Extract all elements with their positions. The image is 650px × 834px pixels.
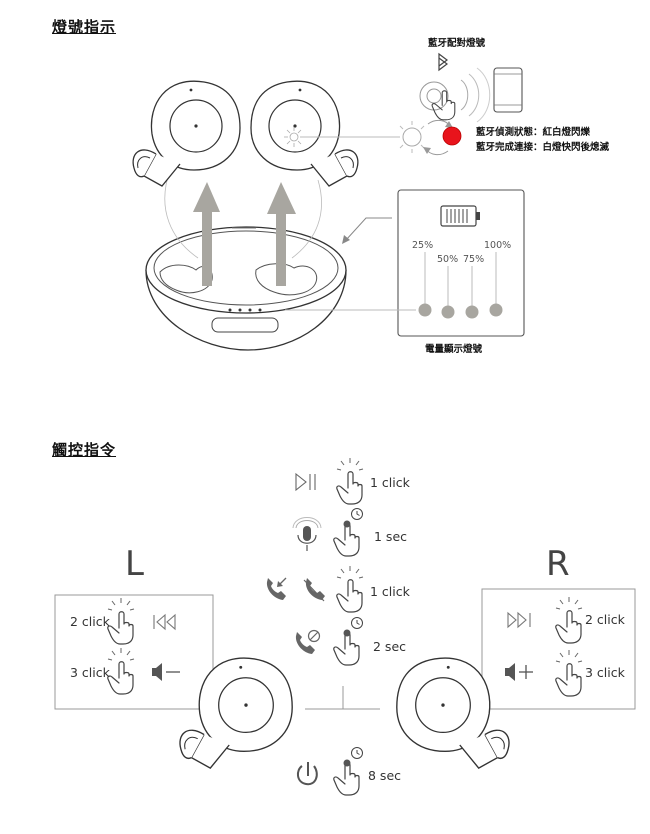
bluetooth-icon	[438, 52, 448, 72]
right-earbud-label: R	[546, 544, 570, 584]
battery-label-50: 50%	[437, 254, 459, 265]
power-icon	[296, 762, 318, 786]
battery-led-25	[418, 303, 432, 317]
hold-hand-icon	[333, 617, 363, 666]
gesture-volume-up: 3 click	[585, 665, 625, 680]
gesture-call: 1 click	[370, 584, 410, 599]
gesture-reject-call: 2 sec	[373, 639, 407, 654]
indicator-section-title: 燈號指示	[52, 18, 117, 36]
earbud-led-glow	[284, 127, 304, 147]
volume-up-icon	[505, 663, 533, 681]
gesture-voice-assistant: 1 sec	[374, 529, 408, 544]
battery-label-100: 100%	[484, 240, 512, 251]
red-led-indicator	[442, 126, 462, 146]
play-pause-icon	[295, 472, 316, 492]
earbud-right-top	[250, 80, 359, 187]
left-earbud-label: L	[125, 544, 144, 584]
touch-section-title: 觸控指令	[52, 441, 117, 459]
touch-hand-icon	[336, 565, 364, 613]
previous-track-icon	[153, 613, 176, 631]
gesture-play-pause: 1 click	[370, 475, 410, 490]
center-connector	[305, 686, 380, 710]
smartphone-icon	[493, 67, 523, 113]
lift-arrow-left	[193, 182, 220, 286]
battery-panel	[397, 189, 525, 337]
earbud-left-top	[133, 81, 240, 186]
battery-led-100	[489, 303, 503, 317]
battery-led-75	[465, 305, 479, 319]
battery-caption: 電量顯示燈號	[425, 344, 483, 355]
status-connected: 藍牙完成連接：白燈快閃後熄滅	[476, 142, 610, 153]
battery-label-25: 25%	[412, 240, 434, 251]
touch-hand-icon	[336, 457, 364, 505]
gesture-previous-track: 2 click	[70, 614, 110, 629]
gesture-volume-down: 3 click	[70, 665, 110, 680]
pairing-graphic	[419, 52, 523, 123]
gesture-power: 8 sec	[368, 768, 402, 783]
volume-down-icon	[152, 663, 180, 681]
pointer-arrow	[342, 217, 392, 244]
status-detecting: 藍牙偵測狀態：紅白燈閃爍	[476, 127, 591, 138]
voice-assistant-icon	[292, 517, 322, 551]
left-command-panel	[54, 594, 214, 710]
answer-call-icon	[266, 577, 287, 600]
reject-call-icon	[295, 629, 321, 654]
battery-label-75: 75%	[463, 254, 485, 265]
hold-hand-icon	[333, 508, 363, 557]
end-call-icon	[303, 578, 325, 602]
next-track-icon	[507, 611, 531, 629]
battery-led-50	[441, 305, 455, 319]
gesture-next-track: 2 click	[585, 612, 625, 627]
lift-arrow-right	[267, 182, 296, 286]
charging-case	[145, 226, 347, 351]
hold-hand-icon	[333, 747, 363, 796]
led-blink-graphic	[396, 119, 462, 156]
right-command-panel	[481, 588, 636, 710]
pairing-title: 藍牙配對燈號	[428, 38, 486, 49]
